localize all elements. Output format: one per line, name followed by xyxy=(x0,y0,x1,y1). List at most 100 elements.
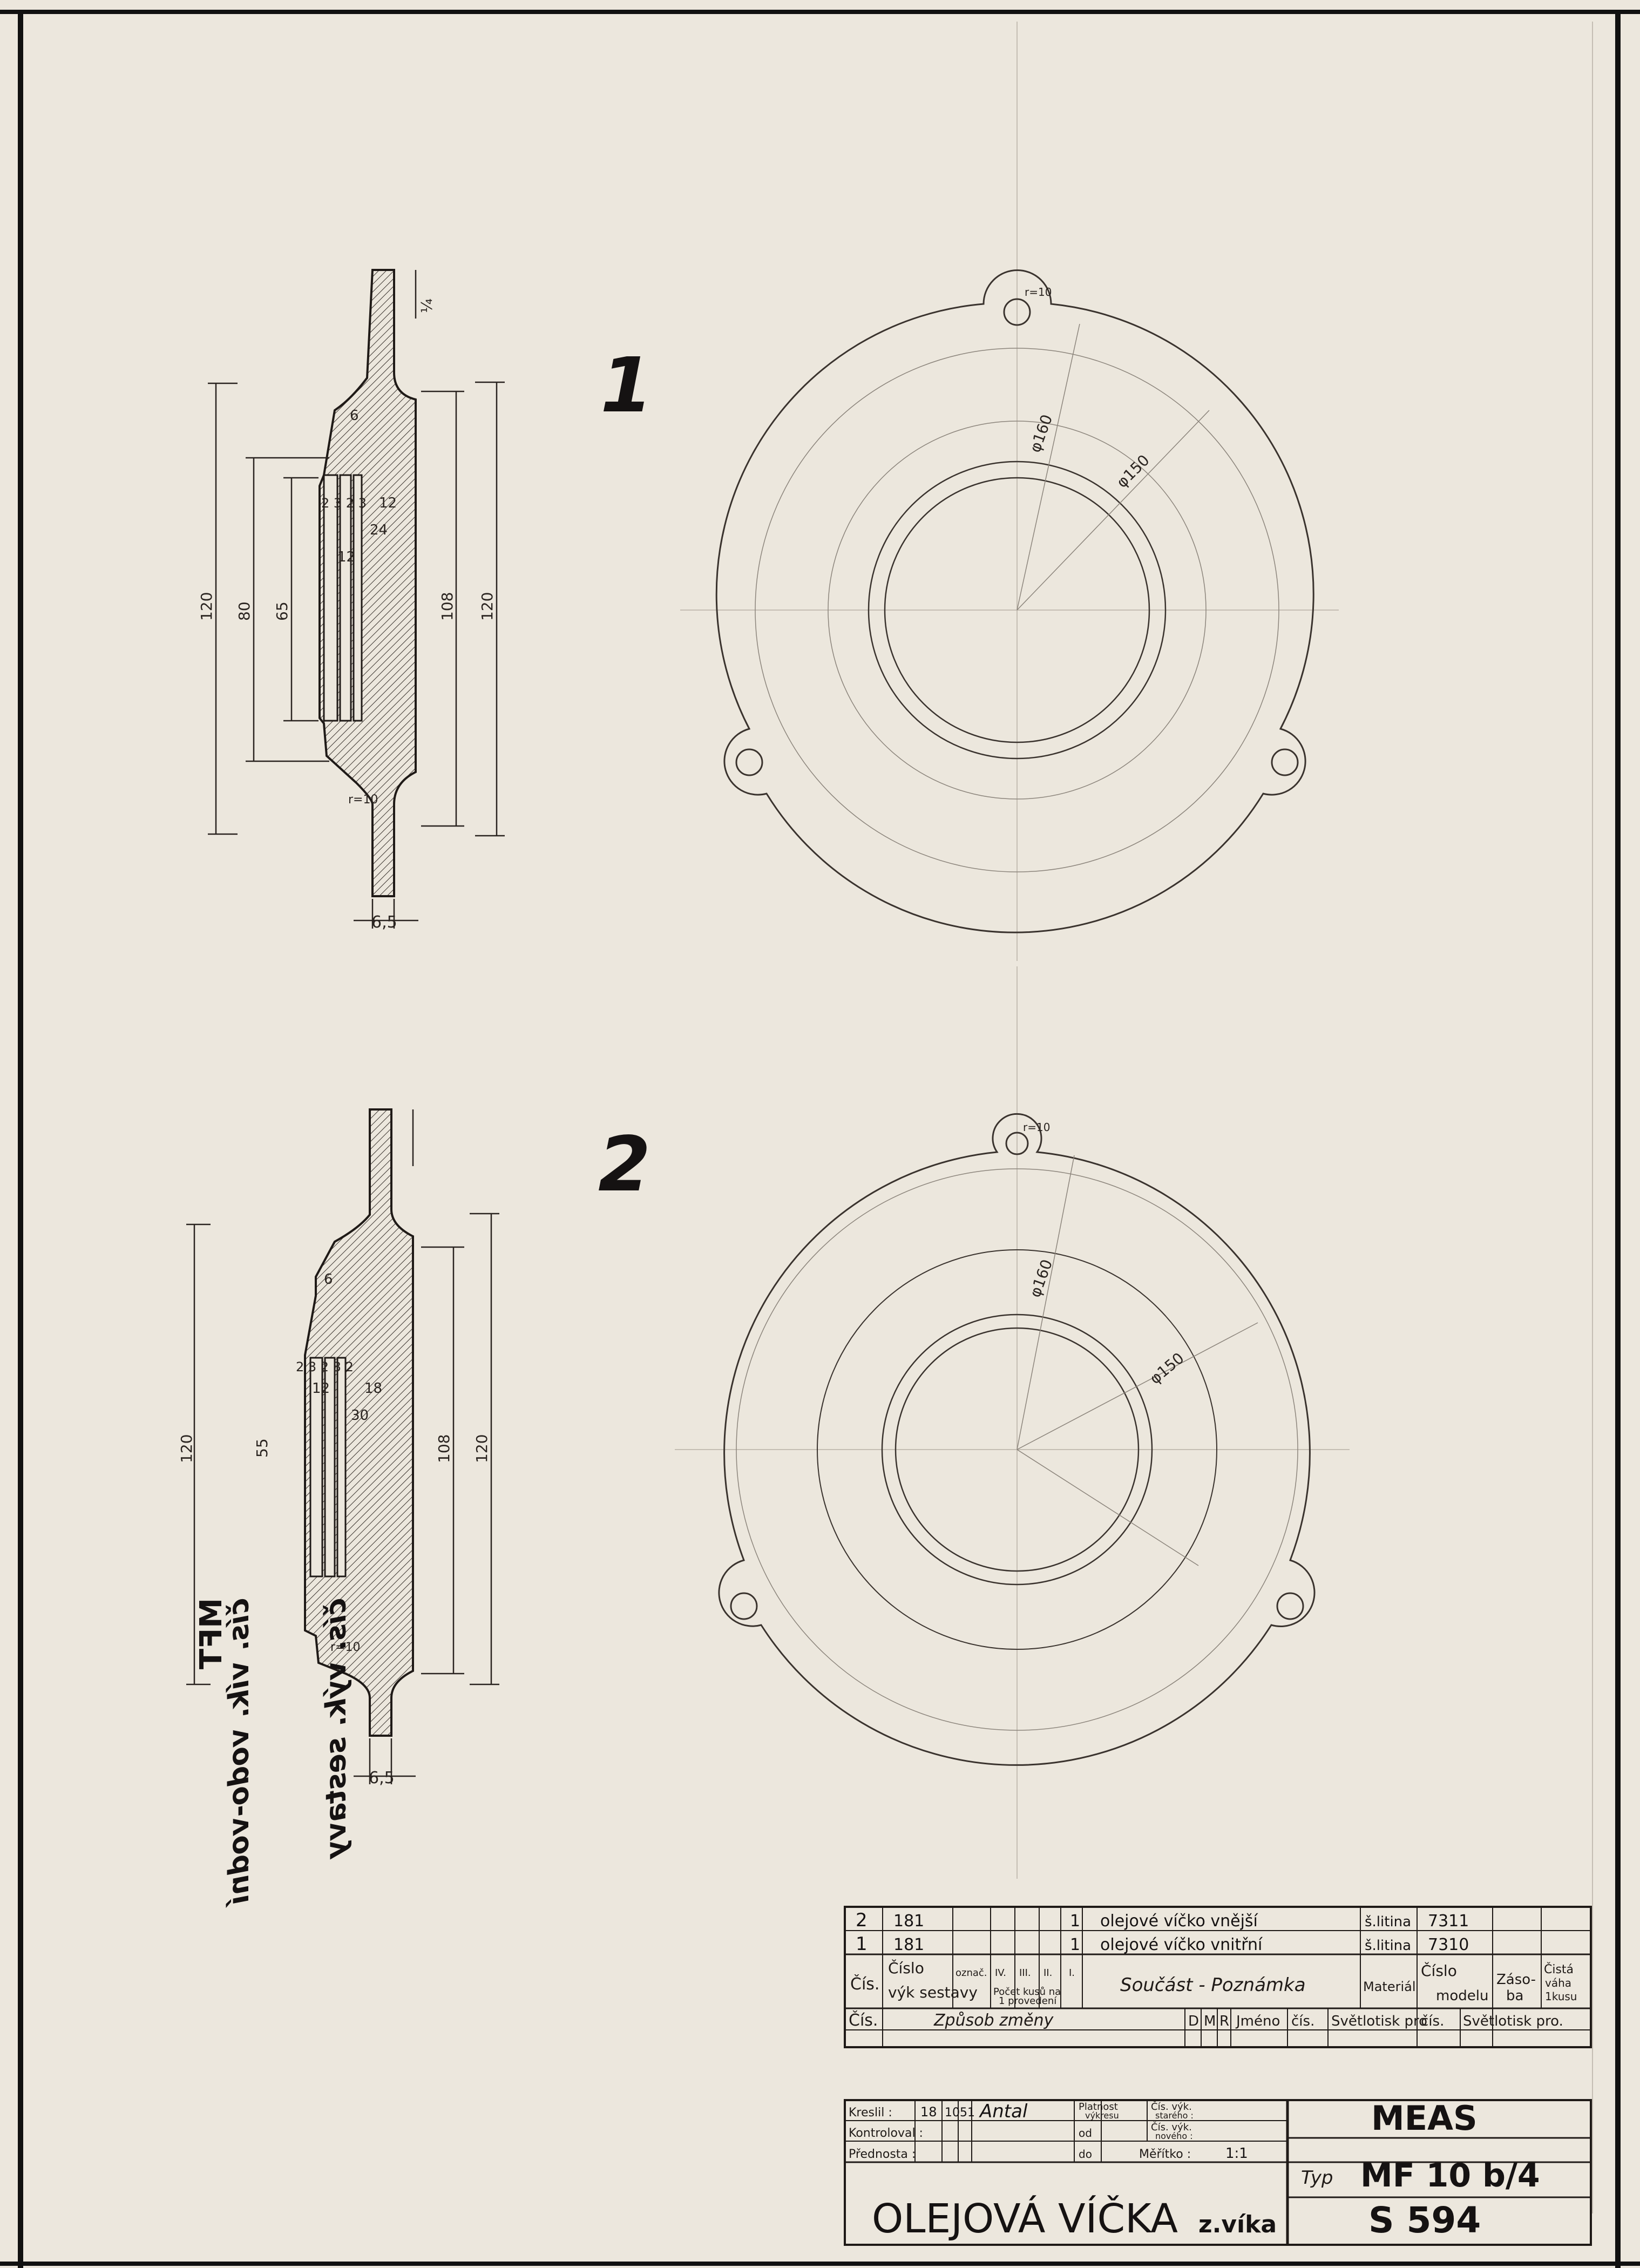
svg-text:Čís.: Čís. xyxy=(849,2010,878,2030)
svg-text:Přednosta :: Přednosta : xyxy=(849,2148,916,2161)
svg-text:Kontroloval :: Kontroloval : xyxy=(849,2127,923,2140)
dim2-108: 108 xyxy=(435,1434,453,1463)
dim-groove-w: 12 xyxy=(337,549,355,565)
dim-thickness: 6,5 xyxy=(371,913,397,932)
svg-text:š.litina: š.litina xyxy=(1365,1914,1411,1930)
dim2-thickness: 6,5 xyxy=(369,1769,395,1788)
svg-text:Číslo: Číslo xyxy=(888,1959,924,1977)
svg-text:181: 181 xyxy=(893,1935,924,1954)
svg-text:nového :: nového : xyxy=(1155,2131,1193,2141)
svg-text:Součást - Poznámka: Součást - Poznámka xyxy=(1120,1974,1306,1996)
drawing-number: S 594 xyxy=(1368,2199,1481,2241)
svg-text:Platnost: Platnost xyxy=(1079,2101,1118,2113)
parts-header: Čís. Číslo výk sestavy označ. IV. III. I… xyxy=(850,1959,1577,2007)
svg-text:Typ: Typ xyxy=(1301,2167,1333,2189)
dim2-120-right: 120 xyxy=(473,1434,491,1463)
section-view-1: 120 80 65 108 120 ¼ 6 2 3 2 3 12 24 12 r… xyxy=(198,269,505,932)
svg-text:Materiál: Materiál xyxy=(1363,1979,1416,1994)
svg-text:čís.: čís. xyxy=(1421,2013,1444,2029)
dim-grooves: 2 3 2 3 xyxy=(321,496,367,511)
svg-text:označ.: označ. xyxy=(955,1967,987,1979)
svg-text:čís.: čís. xyxy=(1291,2013,1314,2029)
svg-text:IV.: IV. xyxy=(995,1967,1006,1979)
svg-text:do: do xyxy=(1079,2148,1092,2161)
dim2-grooves: 2 3 2 3 2 xyxy=(296,1359,354,1375)
dim-80: 80 xyxy=(235,601,253,621)
plan-view-1 xyxy=(715,269,1314,933)
svg-text:Měřítko :: Měřítko : xyxy=(1139,2148,1191,2161)
svg-text:1: 1 xyxy=(1070,1935,1080,1954)
svg-text:olejové víčko vnitřní: olejové víčko vnitřní xyxy=(1100,1935,1263,1954)
svg-text:Čís.: Čís. xyxy=(850,1974,879,1994)
svg-text:III.: III. xyxy=(1019,1967,1031,1979)
svg-text:olejové víčko vnější: olejové víčko vnější xyxy=(1100,1912,1259,1931)
type-code: MF 10 b/4 xyxy=(1360,2157,1540,2195)
signature: Antal xyxy=(979,2101,1028,2122)
svg-text:2: 2 xyxy=(856,1910,868,1931)
dim2-fillet: r=10 xyxy=(330,1641,360,1654)
svg-text:181: 181 xyxy=(893,1912,924,1931)
dim2-step-b: 18 xyxy=(364,1380,382,1397)
svg-text:ba: ba xyxy=(1506,1988,1523,2004)
svg-text:Záso-: Záso- xyxy=(1496,1972,1536,1988)
dim-top-gap: ¼ xyxy=(418,299,436,313)
svg-text:Jméno: Jméno xyxy=(1235,2013,1280,2029)
dim-120-left: 120 xyxy=(198,592,215,621)
svg-text:D: D xyxy=(1188,2013,1199,2029)
construction-lines xyxy=(675,22,1593,2213)
plan-view-2 xyxy=(718,1113,1316,1766)
mirrored-note: čís. výk. sestavy čís. vík. vodo-vodní M… xyxy=(194,1598,353,1908)
svg-text:Počet kusů na: Počet kusů na xyxy=(993,1986,1061,1998)
svg-text:výkresu: výkresu xyxy=(1085,2110,1119,2121)
svg-text:1:1: 1:1 xyxy=(1225,2145,1248,2162)
dim-fillet: r=10 xyxy=(348,793,378,807)
dim-step-b: 24 xyxy=(370,522,388,538)
svg-text:MFT: MFT xyxy=(194,1598,229,1669)
dim-65: 65 xyxy=(273,601,291,621)
plan1-hole-r: r=10 xyxy=(1025,286,1052,299)
svg-text:7310: 7310 xyxy=(1428,1935,1469,1954)
svg-text:výk sestavy: výk sestavy xyxy=(888,1983,978,2001)
svg-text:Kreslil :: Kreslil : xyxy=(849,2106,892,2120)
title-block xyxy=(844,2099,1592,2246)
svg-text:š.litina: š.litina xyxy=(1365,1938,1411,1954)
dim2-wall: 6 xyxy=(324,1271,333,1288)
svg-text:čís. výk. sestavy: čís. výk. sestavy xyxy=(320,1598,353,1860)
svg-text:modelu: modelu xyxy=(1436,1988,1488,2004)
view-number-1: 1 xyxy=(600,342,653,430)
dim-108: 108 xyxy=(438,592,456,621)
svg-text:Čís. výk.: Čís. výk. xyxy=(1151,2121,1192,2133)
svg-text:čís. vík. vodo-vodní: čís. vík. vodo-vodní xyxy=(223,1598,255,1908)
dim2-step-a: 12 xyxy=(312,1380,330,1397)
svg-text:Čís. výk.: Čís. výk. xyxy=(1151,2101,1192,2113)
parts-row-2: 2 181 1 olejové víčko vnější š.litina 73… xyxy=(856,1910,1469,1931)
svg-text:1 provedení: 1 provedení xyxy=(999,1995,1057,2007)
parts-row-1: 1 181 1 olejové víčko vnitřní š.litina 7… xyxy=(856,1933,1469,1955)
svg-text:Čistá: Čistá xyxy=(1544,1962,1574,1976)
plan2-hole-r: r=10 xyxy=(1023,1121,1050,1134)
svg-text:1: 1 xyxy=(856,1933,868,1955)
svg-text:I.: I. xyxy=(1069,1967,1075,1979)
svg-text:Způsob změny: Způsob změny xyxy=(933,2011,1054,2030)
dim2-step-c: 30 xyxy=(351,1407,369,1424)
svg-text:II.: II. xyxy=(1043,1967,1052,1979)
svg-text:Světlotisk pro.: Světlotisk pro. xyxy=(1463,2013,1563,2029)
svg-text:od: od xyxy=(1079,2127,1092,2140)
title-block-fields: Kreslil : Kontroloval : Přednosta : 18 1… xyxy=(849,2098,1540,2242)
svg-text:51: 51 xyxy=(960,2106,975,2120)
svg-text:18: 18 xyxy=(920,2104,937,2120)
change-block-header: Čís. Způsob změny D M R Jméno čís. Světl… xyxy=(849,2010,1563,2030)
svg-text:1: 1 xyxy=(1070,1912,1080,1931)
section-view-2: 120 55 108 120 6 2 3 2 3 2 12 18 30 r=10… xyxy=(178,1108,499,1788)
svg-text:M: M xyxy=(1204,2013,1216,2029)
dim2-55: 55 xyxy=(253,1438,271,1458)
drawing-title-suffix: z.víka xyxy=(1198,2211,1277,2238)
svg-text:starého :: starého : xyxy=(1155,2110,1194,2121)
dim-step-a: 12 xyxy=(379,495,397,511)
svg-text:1kusu: 1kusu xyxy=(1545,1990,1577,2003)
svg-text:10: 10 xyxy=(945,2106,960,2120)
svg-text:váha: váha xyxy=(1545,1976,1571,1989)
company-name: MEAS xyxy=(1371,2098,1478,2138)
dim2-120-left: 120 xyxy=(178,1434,195,1463)
